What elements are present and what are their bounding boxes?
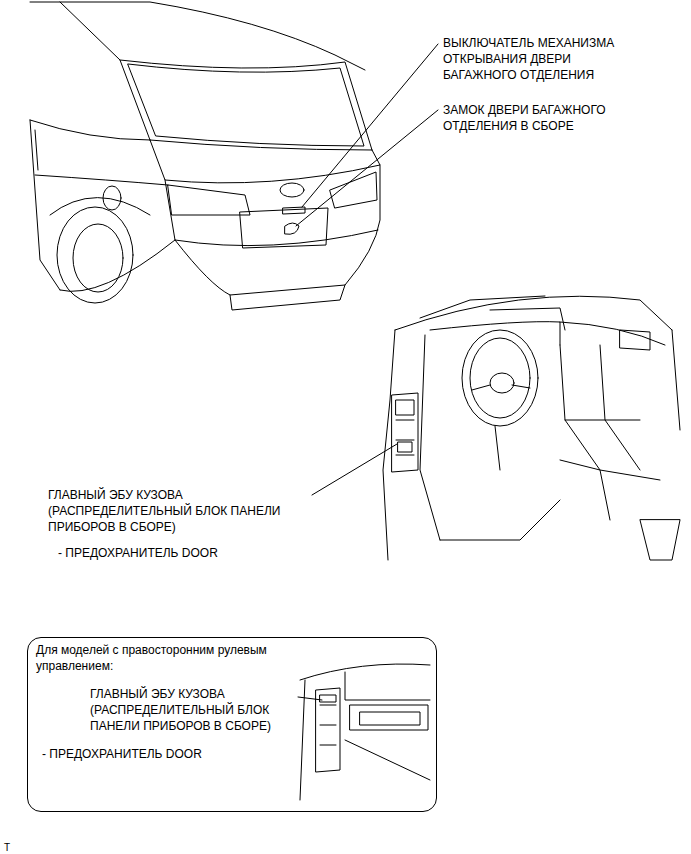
- note-heading: Для моделей с правосторонним рулевым упр…: [36, 642, 301, 674]
- part-label: ЗАМОК ДВЕРИ БАГАЖНОГО ОТДЕЛЕНИЯ В СБОРЕ: [443, 102, 643, 134]
- part-label: ГЛАВНЫЙ ЭБУ КУЗОВА (РАСПРЕДЕЛИТЕЛЬНЫЙ БЛ…: [48, 487, 318, 535]
- dashboard-drawing: [383, 296, 680, 560]
- part-label: - ПРЕДОХРАНИТЕЛЬ DOOR: [42, 746, 272, 762]
- part-label: ГЛАВНЫЙ ЭБУ КУЗОВА (РАСПРЕДЕЛИТЕЛЬНЫЙ БЛ…: [90, 686, 305, 734]
- note-box: Для моделей с правосторонним рулевым упр…: [27, 637, 437, 812]
- part-label: ВЫКЛЮЧАТЕЛЬ МЕХАНИЗМА ОТКРЫВАНИЯ ДВЕРИ Б…: [443, 35, 643, 83]
- leader-line: [312, 444, 397, 495]
- car-drawing: [30, 2, 380, 310]
- leader-line: [296, 44, 438, 226]
- page-marker: T: [4, 840, 24, 854]
- part-label: - ПРЕДОХРАНИТЕЛЬ DOOR: [58, 545, 318, 561]
- inset-drawing: [300, 664, 430, 800]
- leader-line: [298, 697, 322, 700]
